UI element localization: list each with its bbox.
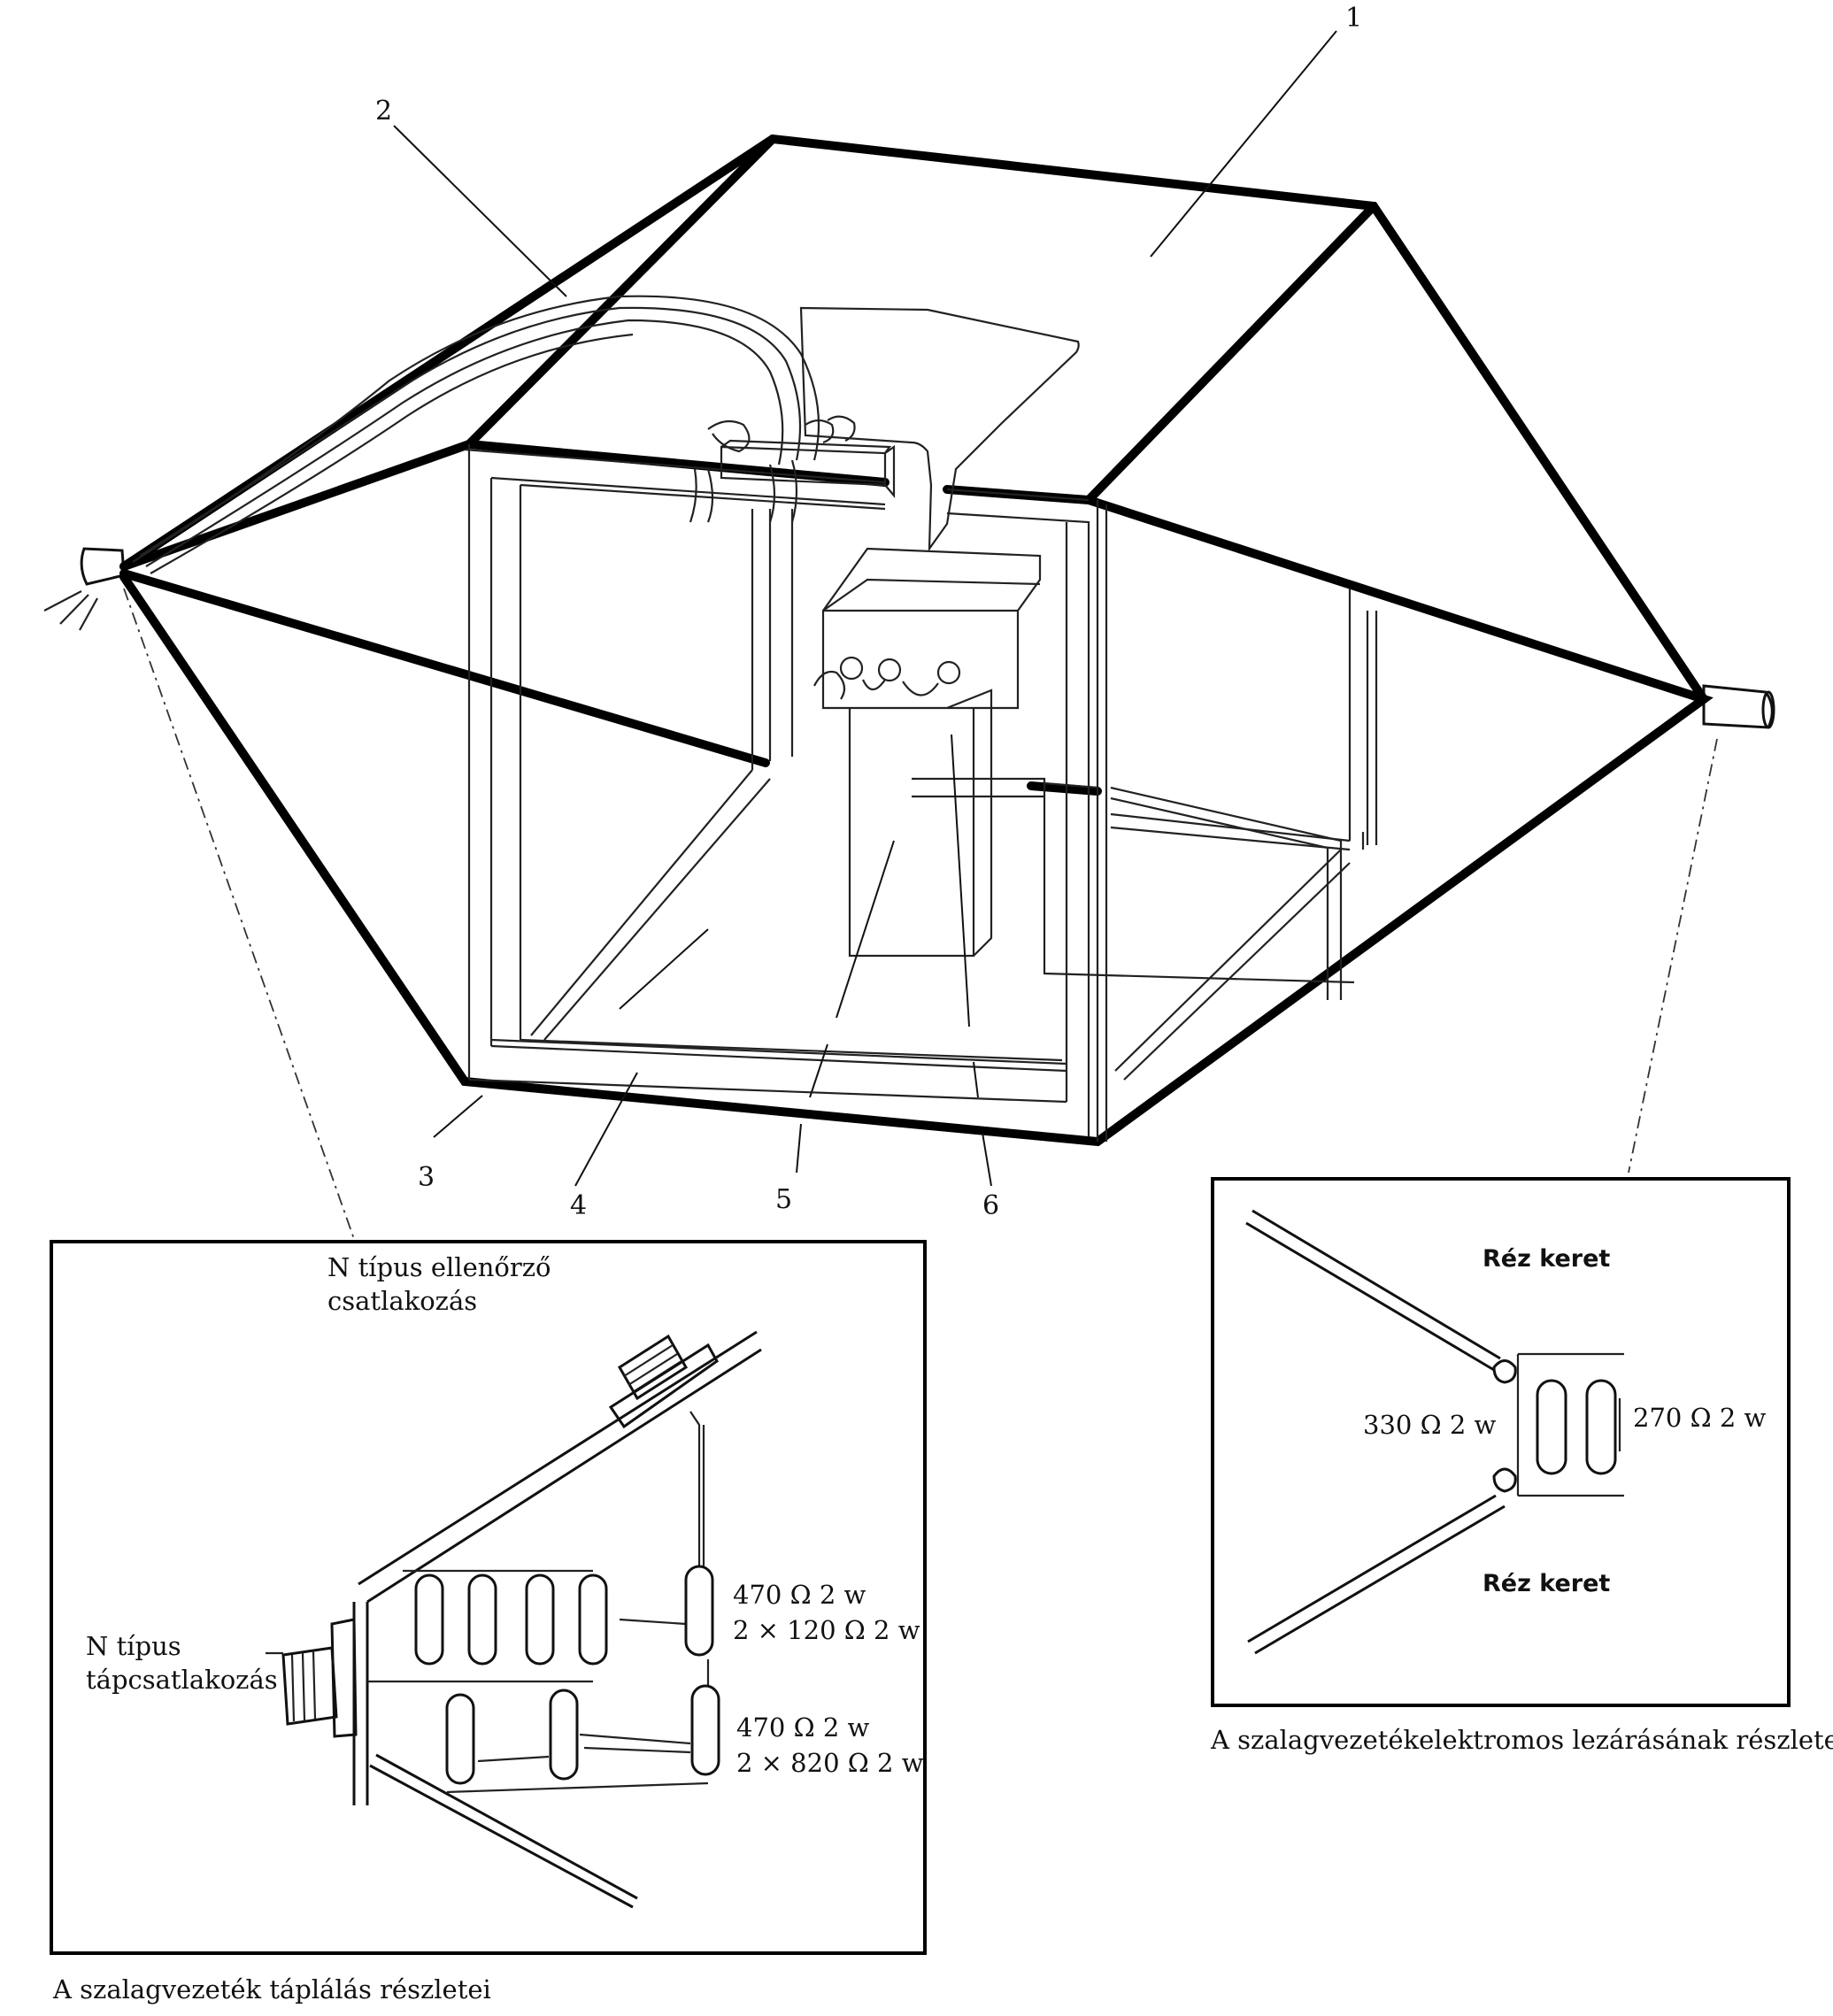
resistor-group-1-value-1: 470 Ω 2 w [733,1580,866,1610]
feed-detail-caption: A szalagvezeték táplálás részletei [52,1974,491,2004]
upper-copper-strip [1245,1209,1501,1372]
part-label-5: 5 [775,1184,792,1215]
resistor-group-1-value-2: 2 × 120 Ω 2 w [733,1615,920,1645]
termination-detail-panel: Réz keret Réz keret 330 Ω 2 w 270 Ω 2 w [1211,1177,1791,1707]
resistor-group-2-value-1: 470 Ω 2 w [736,1712,870,1743]
part-label-3: 3 [418,1162,435,1193]
left-feed-connector [43,547,126,631]
termination-detail-caption: A szalagvezetékelektromos lezárásának ré… [1210,1725,1833,1755]
power-connector-icon [266,1618,358,1738]
feed-terminal-block [720,439,896,499]
resistor-right-value: 270 Ω 2 w [1633,1403,1767,1433]
stripline-septum [119,134,1714,1147]
resistor-group-1 [367,1565,714,1686]
lower-strip [369,1753,638,1909]
support-frame [464,444,1378,1142]
part-label-2: 2 [375,96,392,127]
part-leaders [393,30,1337,1187]
upper-strip [358,1330,762,1604]
power-connector-label-line2: tápcsatlakozás [86,1665,278,1695]
leader-to-feed-detail [123,588,355,1240]
frame-label-bottom: Réz keret [1483,1570,1610,1597]
center-plate [799,306,1080,552]
part-label-1: 1 [1345,3,1362,34]
equipment-under-test [813,547,1042,958]
leader-to-termination-detail [1628,738,1718,1173]
power-connector-label-line1: N típus [86,1631,181,1661]
monitor-connector-label-line1: N típus ellenőrző [327,1252,551,1282]
feed-cable [132,295,856,574]
termination-detail-frame [1211,1177,1791,1707]
feed-detail-panel: N típus ellenőrző csatlakozás N típus tá… [50,1240,927,1955]
resistor-group-2-value-2: 2 × 820 Ω 2 w [736,1748,924,1778]
part-label-4: 4 [570,1190,587,1221]
part-label-6: 6 [982,1190,999,1221]
monitor-connector-label-line2: csatlakozás [327,1286,477,1316]
resistor-left-value: 330 Ω 2 w [1363,1410,1497,1440]
right-termination-connector [1702,684,1775,729]
resistor-group-2 [445,1684,720,1794]
lower-copper-strip [1247,1494,1506,1655]
feed-detail-frame [50,1240,927,1955]
strip-clamps [1492,1359,1517,1493]
termination-resistors [1516,1352,1624,1497]
frame-label-top: Réz keret [1483,1245,1610,1273]
stripline-cell-drawing: 1 2 3 4 5 6 [43,3,1775,1240]
